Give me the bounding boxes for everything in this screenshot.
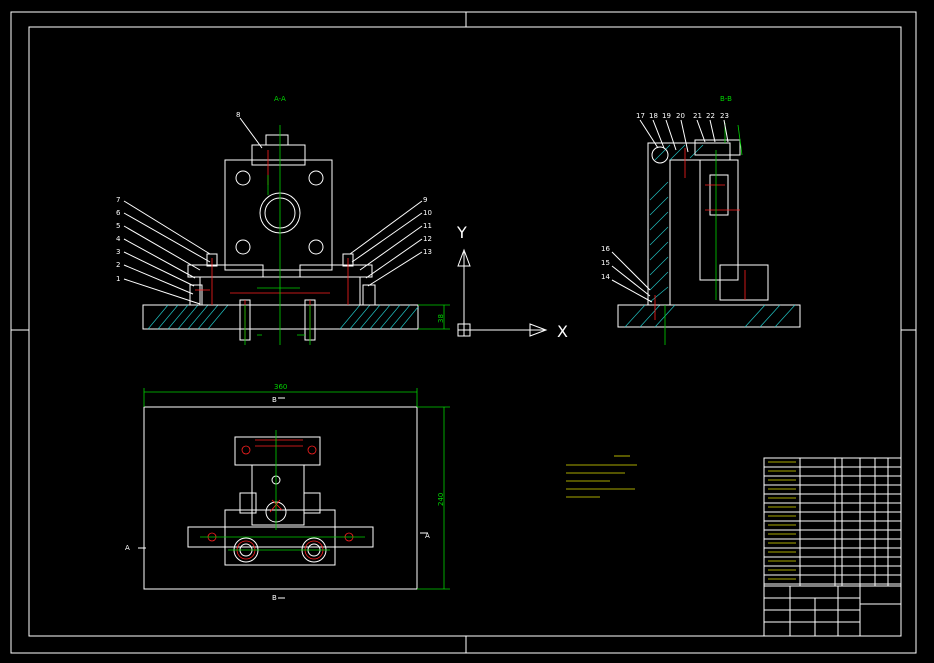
callout-20: 20 — [676, 112, 685, 120]
aa-upper-block — [251, 144, 306, 166]
plan-width-value: 360 — [274, 383, 287, 391]
plan-base-plate — [143, 406, 418, 590]
bb-top-plate — [694, 139, 741, 156]
callout-13: 13 — [423, 248, 432, 256]
plan-marker-b-top: B — [272, 396, 277, 404]
front-view-aa: A-A — [116, 95, 450, 345]
plan-height-value: 240 — [437, 493, 445, 506]
aa-thickness-dim — [418, 304, 450, 330]
callout-6: 6 — [116, 209, 121, 217]
callout-16: 16 — [601, 245, 610, 253]
aa-hole-2 — [308, 170, 324, 186]
plan-marker-a-right: A — [425, 532, 430, 540]
callout-19: 19 — [662, 112, 671, 120]
technical-notes — [566, 455, 637, 498]
callout-3: 3 — [116, 248, 120, 256]
axis-x-label: X — [557, 322, 568, 341]
inner-frame — [28, 26, 902, 637]
bb-base-plate — [617, 304, 801, 328]
plan-height-dim — [417, 406, 450, 590]
plan-lower-block — [224, 509, 336, 566]
callout-12: 12 — [423, 235, 432, 243]
callout-15: 15 — [601, 259, 610, 267]
callout-5: 5 — [116, 222, 120, 230]
plan-center-lines — [200, 430, 365, 551]
aa-top-cap — [265, 134, 289, 146]
plan-mid-left — [239, 492, 257, 514]
bb-hidden-lines — [654, 148, 746, 320]
aa-hole-4 — [308, 239, 324, 255]
callout-4: 4 — [116, 235, 121, 243]
callout-9: 9 — [423, 196, 427, 204]
plan-section-marks — [138, 397, 428, 599]
callout-22: 22 — [706, 112, 715, 120]
plan-marker-a-left: A — [125, 544, 130, 552]
aa-clamp-right — [299, 264, 373, 278]
plan-marker-b-bottom: B — [272, 594, 277, 602]
callout-7: 7 — [116, 196, 120, 204]
plan-red-marks — [207, 439, 354, 560]
callout-14: 14 — [601, 273, 610, 281]
parts-list-table — [763, 457, 902, 587]
callout-23: 23 — [720, 112, 729, 120]
plan-width-dim — [143, 388, 418, 407]
callout-11: 11 — [423, 222, 432, 230]
bb-center-lines — [664, 123, 743, 345]
bb-l-bracket — [647, 142, 731, 306]
plan-center-block — [251, 464, 305, 526]
aa-leaders-left — [123, 200, 211, 305]
bb-bracket-hatch — [649, 144, 704, 303]
aa-bolts — [189, 253, 376, 341]
axis-y-label: Y — [456, 223, 467, 242]
aa-thickness-value: 38 — [437, 314, 445, 323]
plan-cross-bar — [187, 526, 374, 548]
bom-entry-blocks — [768, 461, 796, 580]
callout-17: 17 — [636, 112, 645, 120]
bb-arm-inner — [709, 174, 729, 216]
frame-ticks — [11, 12, 916, 653]
bb-clamp — [719, 264, 769, 301]
aa-base-hatch — [147, 304, 419, 330]
title-block — [763, 585, 902, 637]
aa-leaders-right — [239, 117, 423, 287]
plan-top-clamp — [234, 436, 321, 466]
side-view-bb: B-B — [601, 95, 801, 345]
plan-mid-right — [303, 492, 321, 514]
aa-center-block — [224, 159, 333, 271]
bb-leaders — [611, 119, 729, 303]
aa-hole-3 — [235, 239, 251, 255]
section-label-aa: A-A — [274, 95, 286, 103]
callout-10: 10 — [423, 209, 432, 217]
callout-8: 8 — [236, 111, 240, 119]
callout-2: 2 — [116, 261, 120, 269]
aa-center-lines — [244, 125, 311, 345]
aa-hidden-lines — [195, 150, 349, 340]
callout-21: 21 — [693, 112, 702, 120]
callout-1: 1 — [116, 275, 120, 283]
outer-frame — [10, 11, 917, 654]
section-label-bb: B-B — [720, 95, 732, 103]
bb-pivot — [651, 146, 669, 164]
aa-hole-1 — [235, 170, 251, 186]
callout-18: 18 — [649, 112, 658, 120]
ucs-axis-icon: Y X — [456, 223, 568, 341]
bb-arm — [699, 159, 739, 281]
bb-base-hatch — [624, 304, 796, 328]
plan-view: 360 240 — [125, 383, 450, 602]
